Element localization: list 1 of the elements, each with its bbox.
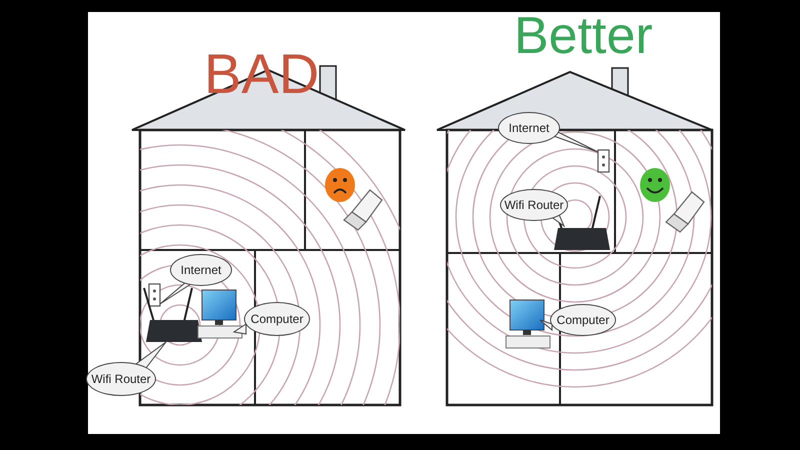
house-heading: Better: [514, 10, 653, 62]
